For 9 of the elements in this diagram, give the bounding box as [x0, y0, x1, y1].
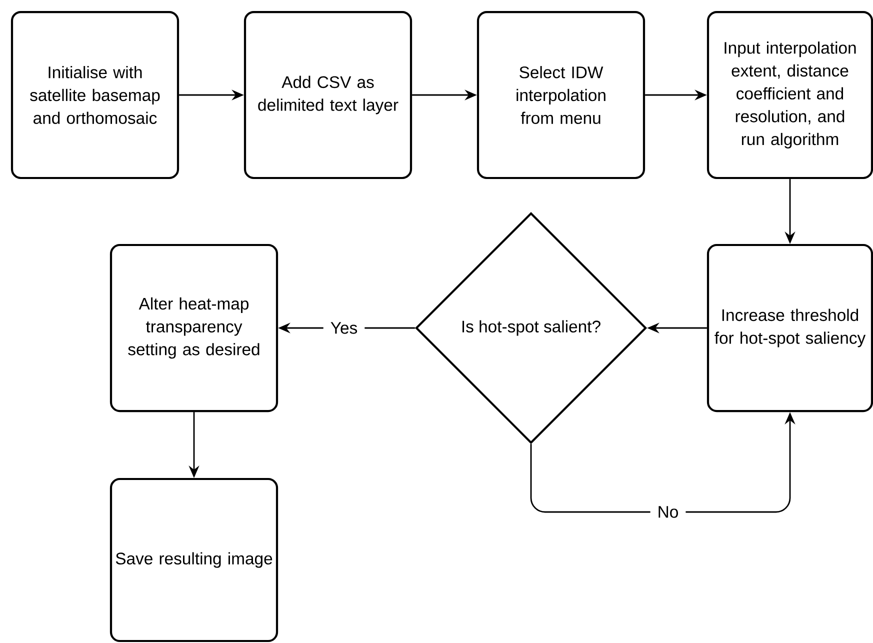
process-box: Increase threshold for hot-spot saliency: [706, 244, 873, 412]
process-box: Input interpolation extent, distance coefficient and resolution, and run algorithm: [706, 10, 873, 180]
process-box: Add CSV as delimited text layer: [244, 10, 412, 180]
process-box: Initialise with satellite basemap and orthomosaic: [10, 10, 180, 180]
process-box: Select IDW interpolation from menu: [476, 10, 646, 180]
edge-label: Yes: [323, 315, 365, 341]
edge-label: No: [650, 499, 686, 525]
process-box: Alter heat-map transparency setting as desired: [110, 244, 278, 412]
process-box: Save resulting image: [110, 478, 278, 642]
